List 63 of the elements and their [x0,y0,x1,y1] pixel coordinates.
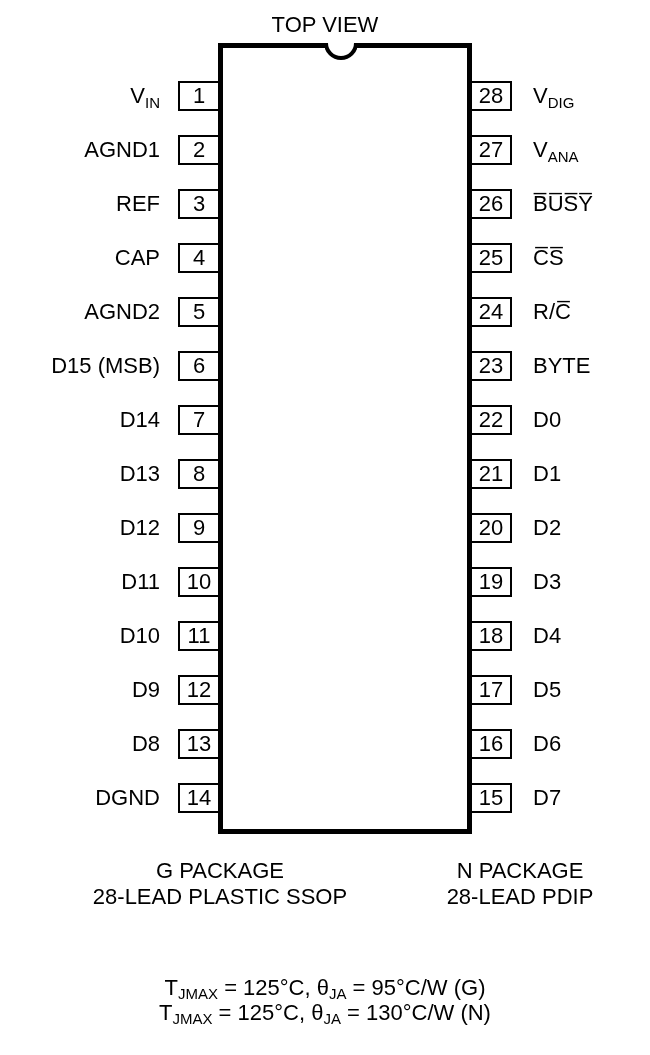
pin-name: V$_{DIG}$ [533,85,575,107]
pin-box: 24 [472,297,512,327]
pin-name: CAP [114,247,160,269]
pin-name: DGND [95,787,160,809]
pin-name: B̅U̅S̅Y̅ [533,193,593,215]
pin-name: AGND2 [84,301,160,323]
pin-box: 9 [178,513,218,543]
pin-box: 26 [472,189,512,219]
pin-box: 4 [178,243,218,273]
package-label: 28-LEAD PDIP [446,884,594,911]
pin-box: 16 [472,729,512,759]
pin-name: D15 (MSB) [51,355,160,377]
pin-name: D9 [131,679,160,701]
pin-box: 1 [178,81,218,111]
pin-box: 11 [178,621,218,651]
pin-name: REF [116,193,160,215]
pin-box: 18 [472,621,512,651]
pin-name: C̅S̅ [533,247,564,269]
pin-name: D5 [533,679,562,701]
view-title: TOP VIEW [271,12,379,38]
pin-box: 12 [178,675,218,705]
pin-box: 25 [472,243,512,273]
pin-name: D0 [533,409,562,431]
pin-box: 15 [472,783,512,813]
pin-box: 21 [472,459,512,489]
pin-box: 10 [178,567,218,597]
pin-box: 19 [472,567,512,597]
pin-box: 20 [472,513,512,543]
pin-box: 8 [178,459,218,489]
package-label: N PACKAGE [456,858,584,885]
pin-box: 13 [178,729,218,759]
pin-name: AGND1 [84,139,160,161]
pin-box: 23 [472,351,512,381]
pin-box: 2 [178,135,218,165]
pin-box: 17 [472,675,512,705]
pin-box: 27 [472,135,512,165]
pin-name: V$_{IN}$ [130,85,160,107]
thermal-note: T$_{JMAX}$ = 125°C, θ$_{JA}$ = 130°C/W (N) [159,1000,491,1026]
pin-box: 14 [178,783,218,813]
pin-box: 5 [178,297,218,327]
pin-name: D14 [119,409,160,431]
pin-name: D2 [533,517,562,539]
pin-name: BYTE [533,355,591,377]
pin-name: D8 [131,733,160,755]
package-label: G PACKAGE [156,858,284,885]
pin-name: D12 [119,517,160,539]
pin-name: V$_{ANA}$ [533,139,579,161]
pin-name: D10 [119,625,160,647]
pin-box: 7 [178,405,218,435]
package-label: 28-LEAD PLASTIC SSOP [92,884,348,911]
pin-name: D3 [533,571,562,593]
pin-box: 6 [178,351,218,381]
pin-name: D7 [533,787,562,809]
pin-box: 22 [472,405,512,435]
pin-box: 28 [472,81,512,111]
pin-name: R/C̅ [533,301,571,323]
pin-name: D1 [533,463,562,485]
pin-name: D6 [533,733,562,755]
pin-name: D11 [121,571,160,593]
thermal-note: T$_{JMAX}$ = 125°C, θ$_{JA}$ = 95°C/W (G) [164,975,486,1001]
pin-box: 3 [178,189,218,219]
pin-name: D13 [119,463,160,485]
pin-name: D4 [533,625,562,647]
